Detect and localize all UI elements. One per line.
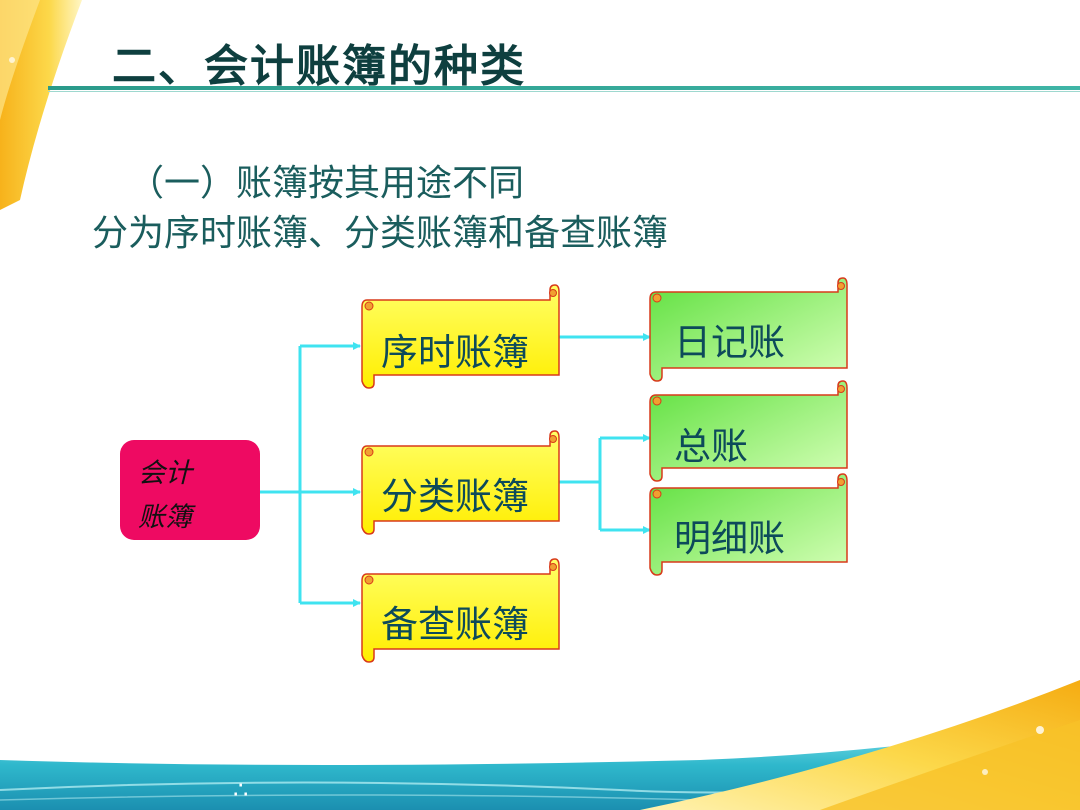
node-label-memorandum: 备查账簿: [381, 603, 529, 646]
node-label-subsidiary: 明细账: [674, 517, 785, 560]
scroll-banner-icon: [361, 430, 560, 535]
root-node-box: [120, 440, 260, 540]
subtitle-line-2: 分为序时账簿、分类账簿和备查账簿: [92, 213, 669, 254]
scroll-node-sequential: [361, 284, 560, 389]
node-label-general: 总账: [674, 425, 748, 468]
node-label-classified: 分类账簿: [381, 475, 529, 518]
scroll-node-general: [649, 380, 848, 482]
scroll-node-classified: [361, 430, 560, 535]
scroll-node-subsidiary: [649, 473, 848, 576]
scroll-node-journal: [649, 277, 848, 382]
scroll-banner-icon: [361, 558, 560, 663]
node-label-journal: 日记账: [674, 321, 785, 364]
scroll-banner-icon: [361, 284, 560, 389]
node-label-sequential: 序时账簿: [381, 331, 529, 374]
scroll-banner-icon: [649, 380, 848, 482]
connector-lines: [260, 333, 651, 607]
scroll-banner-icon: [649, 277, 848, 382]
root-node-label: 会计 账簿: [138, 452, 192, 540]
slide-title: 二、会计账簿的种类: [112, 41, 526, 92]
scroll-node-memorandum: [361, 558, 560, 663]
subtitle-line-1: （一）账簿按其用途不同: [128, 163, 525, 204]
footer-dots-icon: ∴: [233, 776, 249, 804]
root-node-label-line-1: 会计: [138, 458, 192, 489]
root-node-label-line-2: 账簿: [138, 502, 192, 533]
scroll-banner-icon: [649, 473, 848, 576]
